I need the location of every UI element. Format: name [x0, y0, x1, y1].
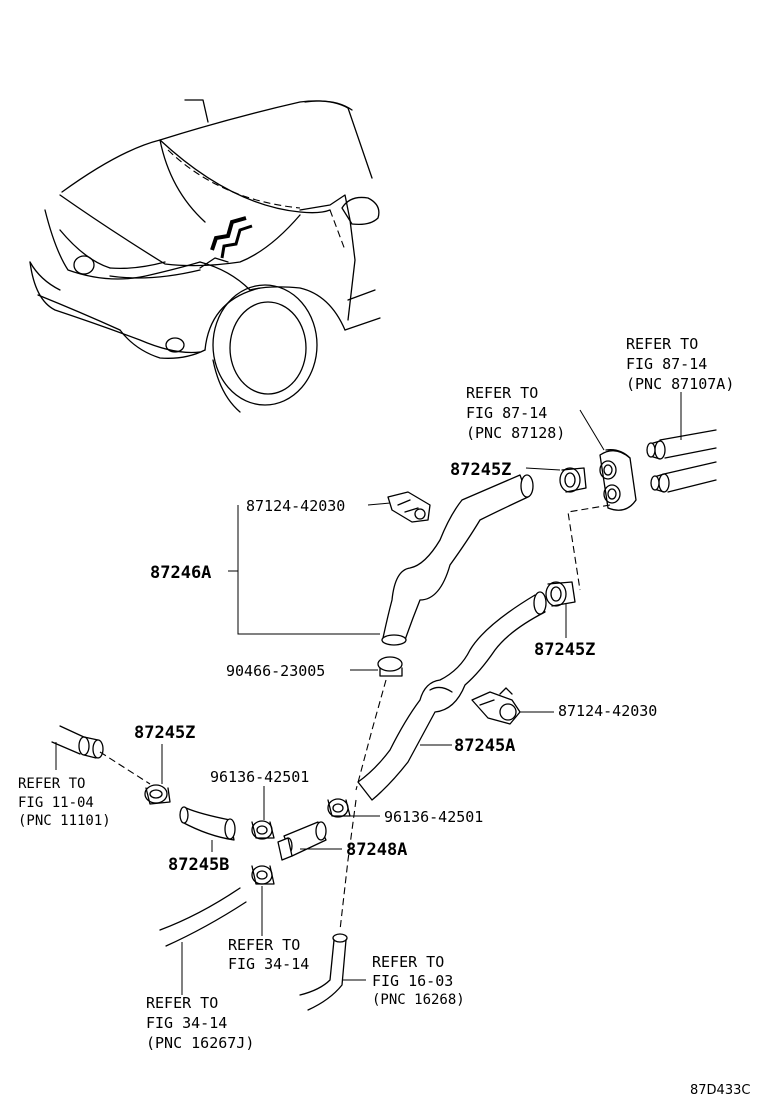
label-87245z-top: 87245Z	[450, 460, 511, 480]
label-87245z-left: 87245Z	[134, 723, 195, 743]
hose-clamp-87245z-left	[144, 744, 171, 805]
ref-34-14-line2: FIG 34-14	[228, 955, 309, 973]
connector-dashed-grommet	[567, 504, 611, 591]
ref-16268-line3: (PNC 16268)	[372, 992, 465, 1008]
bracket-87246a	[237, 505, 380, 635]
ref-16268-line1: REFER TO	[372, 953, 444, 971]
label-87124-right: 87124-42030	[558, 702, 657, 720]
label-87245a: 87245A	[454, 736, 515, 756]
hose-clamp-90466	[350, 656, 403, 677]
ref-11101-line3: (PNC 11101)	[18, 813, 111, 829]
figure-code: 87D433C	[690, 1083, 750, 1098]
label-96136-right: 96136-42501	[384, 808, 483, 826]
labels: REFER TO FIG 87-14 (PNC 87107A) REFER TO…	[18, 335, 750, 1098]
hose-clamp-87245z-right	[545, 581, 576, 638]
label-96136-left: 96136-42501	[210, 768, 309, 786]
label-87245z-right: 87245Z	[534, 640, 595, 660]
ref-87107a-line1: REFER TO	[626, 335, 698, 353]
heater-hose-grommet	[579, 409, 637, 511]
ref-34-14-line1: REFER TO	[228, 936, 300, 954]
ref-16267j-line3: (PNC 16267J)	[146, 1034, 254, 1052]
hose-clamp-96136-left	[251, 786, 275, 840]
label-87245b: 87245B	[168, 855, 229, 875]
label-87248a: 87248A	[346, 840, 407, 860]
connector-dashed-90466	[355, 679, 387, 791]
connector-dashed-left	[99, 751, 151, 785]
ref-87107a-line3: (PNC 87107A)	[626, 375, 734, 393]
water-pipe-16268	[299, 799, 366, 1011]
hose-clip-87124-right	[471, 687, 554, 725]
hose-clamp-bottom	[251, 865, 275, 936]
hose-clamp-87245z-top	[525, 467, 587, 493]
ref-87128-line1: REFER TO	[466, 384, 538, 402]
ref-16267j-line1: REFER TO	[146, 994, 218, 1012]
heater-hose-87246a	[381, 474, 534, 646]
label-87124-top: 87124-42030	[246, 497, 345, 515]
ref-16267j-line2: FIG 34-14	[146, 1014, 227, 1032]
label-87246a: 87246A	[150, 563, 211, 583]
ref-16268-line2: FIG 16-03	[372, 972, 453, 990]
heater-hose-87245a	[357, 591, 547, 801]
engine-pipe-left	[51, 725, 104, 770]
water-pipe-16267j	[159, 887, 247, 995]
ref-87107a-line2: FIG 87-14	[626, 355, 707, 373]
heater-hose-87245b	[179, 806, 236, 852]
hose-clamp-96136-right	[327, 798, 380, 818]
ref-11101-line2: FIG 11-04	[18, 795, 94, 811]
vehicle-front-illustration	[29, 99, 381, 413]
hose-joint-87248a	[277, 821, 342, 861]
hose-clip-87124-top	[367, 491, 431, 523]
ref-87128-line2: FIG 87-14	[466, 404, 547, 422]
ref-11101-line1: REFER TO	[18, 776, 85, 792]
ref-87128-line3: (PNC 87128)	[466, 424, 565, 442]
heater-unit-pipes	[646, 392, 717, 493]
label-90466: 90466-23005	[226, 662, 325, 680]
